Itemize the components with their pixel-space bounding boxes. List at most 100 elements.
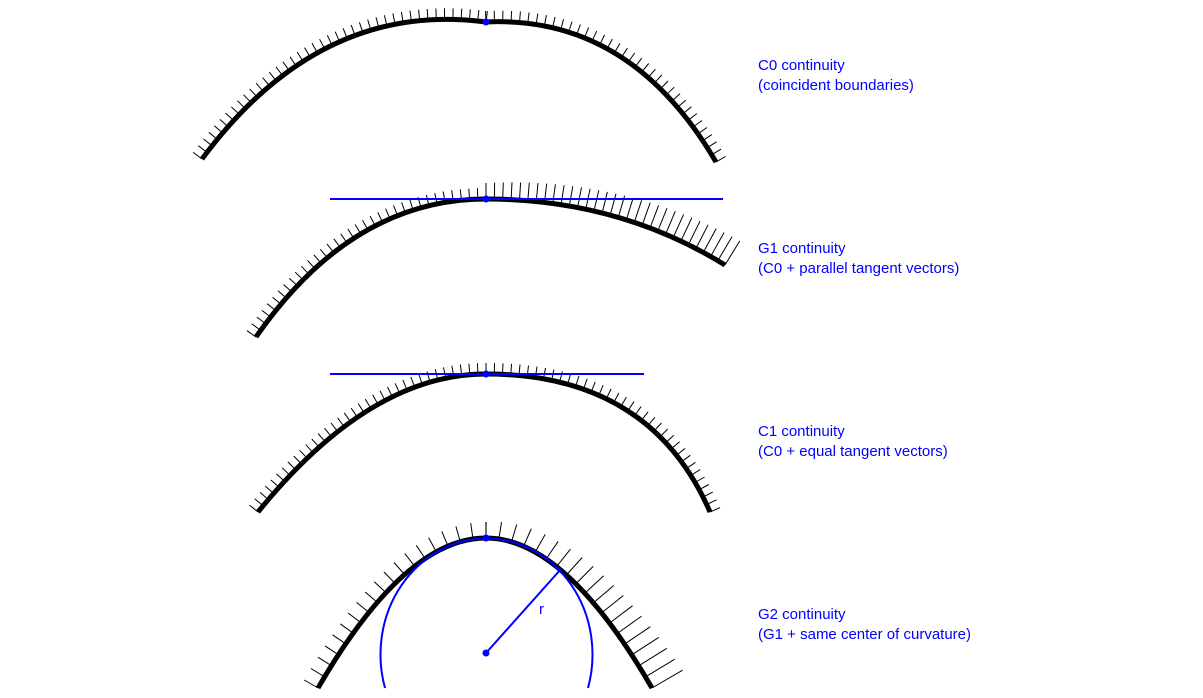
comb-tick [383, 571, 396, 584]
comb-tick [510, 182, 513, 200]
comb-tick [584, 575, 605, 594]
comb-tick [609, 605, 633, 624]
comb-tick [552, 184, 556, 204]
panel-g1 [246, 182, 741, 339]
curvature-comb-left [249, 363, 487, 513]
caption-subtitle: (C0 + parallel tangent vectors) [758, 260, 960, 277]
comb-tick [680, 217, 693, 242]
radius-line [485, 568, 562, 654]
curve-right [485, 535, 655, 690]
comb-tick [657, 208, 668, 232]
comb-tick [717, 236, 733, 261]
comb-tick [404, 553, 415, 567]
comb-tick [324, 645, 339, 656]
comb-tick [575, 566, 594, 585]
comb-tick [527, 182, 530, 201]
comb-tick [638, 647, 668, 667]
comb-tick [601, 191, 608, 214]
comb-tick [393, 562, 405, 575]
comb-tick [545, 541, 559, 560]
junction-point [482, 370, 490, 378]
comb-tick [645, 658, 676, 678]
curve-left [315, 535, 487, 690]
comb-tick [566, 557, 583, 576]
comb-tick [593, 190, 600, 212]
comb-tick [511, 524, 518, 542]
comb-tick [364, 591, 378, 603]
comb-tick [470, 523, 474, 540]
curve-left [256, 371, 487, 514]
comb-tick [616, 615, 642, 634]
comb-tick [710, 232, 725, 257]
junction-point [482, 195, 490, 203]
curve-right [485, 371, 713, 513]
comb-tick [577, 187, 582, 208]
comb-tick [641, 202, 651, 226]
comb-tick [356, 602, 370, 613]
comb-tick [455, 526, 461, 542]
junction-point [482, 18, 490, 26]
comb-tick [310, 668, 325, 678]
caption-subtitle: (G1 + same center of curvature) [758, 626, 972, 643]
comb-tick [609, 193, 617, 216]
comb-tick [695, 224, 709, 249]
comb-tick [631, 636, 659, 656]
curvature-comb-left [192, 8, 488, 160]
comb-tick [560, 185, 565, 205]
comb-tick [624, 626, 651, 645]
caption-g2: G2 continuity (G1 + same center of curva… [758, 605, 971, 645]
comb-tick [702, 228, 717, 253]
comb-tick [724, 240, 741, 266]
caption-title: C1 continuity [758, 423, 845, 440]
caption-c0: C0 continuity (coincident boundaries) [758, 56, 914, 96]
comb-tick [502, 182, 504, 200]
comb-tick [347, 612, 362, 624]
comb-tick [303, 679, 319, 689]
comb-tick [415, 545, 426, 559]
junction-point [482, 534, 490, 542]
comb-tick [568, 186, 574, 207]
caption-subtitle: (coincident boundaries) [758, 77, 914, 94]
comb-tick [534, 534, 546, 553]
curvature-comb-right [485, 363, 721, 513]
curve-right [485, 19, 719, 164]
curve-left [253, 196, 487, 339]
comb-tick [556, 548, 571, 567]
caption-title: G1 continuity [758, 240, 846, 257]
curvature-comb-left [246, 188, 487, 338]
comb-tick [498, 522, 502, 540]
comb-tick [625, 197, 634, 220]
comb-tick [651, 669, 683, 689]
comb-tick [601, 595, 624, 614]
caption-subtitle: (C0 + equal tangent vectors) [758, 443, 948, 460]
comb-tick [665, 211, 676, 235]
comb-tick [519, 182, 522, 201]
caption-g1: G1 continuity (C0 + parallel tangent vec… [758, 239, 959, 279]
caption-c1: C1 continuity (C0 + equal tangent vector… [758, 422, 948, 462]
curve-left [199, 16, 487, 161]
panel-c0 [192, 8, 726, 164]
comb-tick [649, 205, 660, 229]
center-of-curvature [482, 649, 490, 657]
curvature-comb-right [485, 10, 726, 163]
comb-tick [373, 581, 387, 594]
comb-tick [428, 537, 437, 553]
caption-title: G2 continuity [758, 606, 846, 623]
comb-tick [332, 634, 346, 645]
comb-tick [672, 214, 685, 238]
curvature-comb-right [485, 521, 683, 689]
comb-tick [593, 585, 615, 604]
comb-tick [523, 528, 532, 547]
caption-title: C0 continuity [758, 57, 845, 74]
comb-tick [633, 200, 643, 223]
comb-tick [339, 623, 354, 634]
comb-tick [317, 656, 332, 667]
comb-tick [441, 531, 449, 547]
comb-tick [687, 220, 701, 245]
radius-label: r [539, 601, 544, 618]
panel-g2: r [303, 521, 683, 690]
curve-right [485, 196, 727, 268]
panel-c1 [249, 363, 721, 514]
